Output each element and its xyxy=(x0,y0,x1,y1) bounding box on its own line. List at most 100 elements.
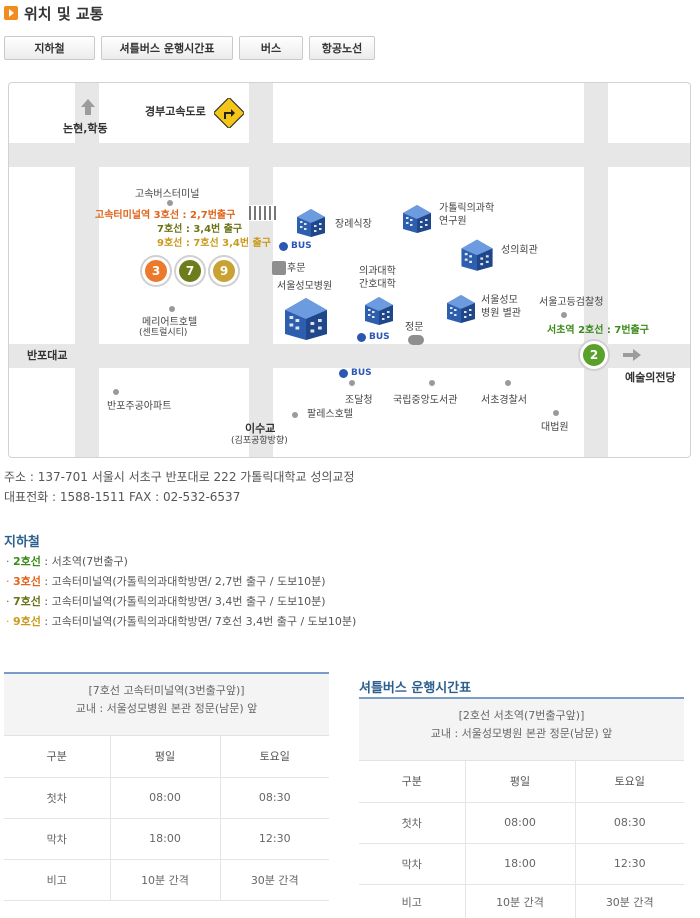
funeral-label: 장례식장 xyxy=(335,219,372,230)
table-cell: 비고 xyxy=(4,859,110,901)
line-label: 9호선 xyxy=(13,615,41,628)
tab-shuttle-schedule[interactable]: 셔틀버스 운행시간표 xyxy=(101,36,233,60)
police-label: 서초경찰서 xyxy=(481,395,527,406)
table-destination: 교내 : 서울성모병원 본관 정문(남문) 앞 xyxy=(430,727,613,740)
back-gate-label: 후문 xyxy=(287,263,306,274)
library-label: 국립중앙도서관 xyxy=(393,395,458,406)
building-college-icon xyxy=(361,291,397,327)
line-desc: : 고속터미널역(가톨릭의과대학방면/ 7호선 3,4번 출구 / 도보10분) xyxy=(40,615,357,628)
table-origin: [7호선 고속터미널역(3번출구앞)] xyxy=(88,684,245,697)
page-title: 위치 및 교통 xyxy=(24,4,104,23)
table-header-row: 구분 평일 토요일 xyxy=(359,761,684,803)
subway-section-title: 지하철 xyxy=(4,535,40,550)
table-header: [7호선 고속터미널역(3번출구앞)] 교내 : 서울성모병원 본관 정문(남문… xyxy=(4,674,329,736)
table-cell: 12:30 xyxy=(219,818,329,860)
tab-bar: 지하철 셔틀버스 운행시간표 버스 항공노선 xyxy=(4,36,375,60)
expressway-label: 경부고속도로 xyxy=(145,105,206,118)
table-cell: 비고 xyxy=(359,884,465,918)
schedule-table: 구분 평일 토요일 첫차 08:00 08:30 막차 18:00 12:30 … xyxy=(359,761,684,918)
shuttle-table-line7: [7호선 고속터미널역(3번출구앞)] 교내 : 서울성모병원 본관 정문(남문… xyxy=(4,672,329,901)
bus-label: BUS xyxy=(369,332,390,342)
terminal-line3-exit: 고속터미널역 3호선 : 2,7번출구 xyxy=(95,210,236,221)
map-point xyxy=(561,312,567,318)
table-cell: 첫차 xyxy=(359,802,465,844)
road-vertical-right xyxy=(584,83,608,457)
subway-line2-badge: 2 xyxy=(580,341,608,369)
phone-fax-line: 대표전화 : 1588-1511 FAX : 02-532-6537 xyxy=(4,490,241,504)
bus-label: BUS xyxy=(291,241,312,251)
north-label: 논현,학동 xyxy=(63,122,108,135)
table-row: 비고 10분 간격 30분 간격 xyxy=(4,859,329,901)
table-cell: 18:00 xyxy=(464,843,575,885)
terminal-line9-exit: 9호선 : 7호선 3,4번 출구 xyxy=(157,238,271,249)
map-point xyxy=(553,410,559,416)
table-cell: 08:30 xyxy=(219,777,329,819)
table-cell: 18:00 xyxy=(109,818,220,860)
subway-line9-badge: 9 xyxy=(210,257,238,285)
table-cell: 30분 간격 xyxy=(219,859,329,901)
nursing-college-label: 간호대학 xyxy=(359,279,396,290)
bus-stop-south: BUS xyxy=(339,368,372,378)
map-point xyxy=(429,380,435,386)
table-row: 막차 18:00 12:30 xyxy=(4,818,329,860)
conference-label: 성의회관 xyxy=(501,245,538,256)
map-point xyxy=(167,200,173,206)
line-desc: : 서초역(7번출구) xyxy=(40,555,128,568)
column-header: 토요일 xyxy=(574,761,684,803)
seocho-exit-label: 서초역 2호선 : 7번출구 xyxy=(547,325,649,336)
column-header: 토요일 xyxy=(219,736,329,778)
prosecutors-label: 서울고등검찰청 xyxy=(539,297,604,308)
terminal-line7-exit: 7호선 : 3,4번 출구 xyxy=(157,224,243,235)
line-label: 7호선 xyxy=(13,595,41,608)
map-point xyxy=(113,389,119,395)
arrow-right-icon xyxy=(623,349,641,361)
building-funeral-icon xyxy=(293,203,329,239)
subway-item-line2: · 2호선 : 서초역(7번출구) xyxy=(6,555,128,568)
arrow-up-stem xyxy=(85,107,91,115)
bus-stop-north: BUS xyxy=(279,241,312,251)
table-cell: 10분 간격 xyxy=(109,859,220,901)
building-conference-icon xyxy=(457,233,497,273)
line-label: 2호선 xyxy=(13,555,41,568)
line-desc: : 고속터미널역(가톨릭의과대학방면/ 3,4번 출구 / 도보10분) xyxy=(40,595,326,608)
med-college-label: 의과대학 xyxy=(359,266,396,277)
back-gate-marker xyxy=(272,261,286,275)
supreme-court-label: 대법원 xyxy=(541,422,569,433)
bus-stop-college: BUS xyxy=(357,332,390,342)
column-header: 구분 xyxy=(4,736,110,778)
table-origin: [2호선 서초역(7번출구앞)] xyxy=(458,709,585,722)
table-destination: 교내 : 서울성모병원 본관 정문(남문) 앞 xyxy=(75,702,258,715)
tab-subway[interactable]: 지하철 xyxy=(4,36,95,60)
subway-line3-badge: 3 xyxy=(142,257,170,285)
building-research-icon xyxy=(399,199,435,235)
table-row: 막차 18:00 12:30 xyxy=(359,843,684,885)
research-label-2: 연구원 xyxy=(439,216,467,227)
map-point xyxy=(349,380,355,386)
annex-label-2: 병원 별관 xyxy=(481,308,521,319)
banpo-apt-label: 반포주공아파트 xyxy=(107,401,172,412)
subway-item-line9: · 9호선 : 고속터미널역(가톨릭의과대학방면/ 7호선 3,4번 출구 / … xyxy=(6,615,357,628)
bullet-arrow-icon xyxy=(4,6,18,20)
banpo-bridge-label: 반포대교 xyxy=(27,349,68,362)
procurement-label: 조달청 xyxy=(345,395,373,406)
table-cell: 30분 간격 xyxy=(574,884,684,918)
marriott-label: 메리어트호텔 xyxy=(142,317,198,328)
front-gate-label: 정문 xyxy=(405,322,424,333)
subway-item-line7: · 7호선 : 고속터미널역(가톨릭의과대학방면/ 3,4번 출구 / 도보10… xyxy=(6,595,326,608)
tab-flight[interactable]: 항공노선 xyxy=(309,36,375,60)
marriott-sub-label: (센트럴시티) xyxy=(139,328,188,338)
terminal-label: 고속버스터미널 xyxy=(135,189,200,200)
isugyo-sub-label: (김포공항방향) xyxy=(231,436,288,446)
annex-label: 서울성모 xyxy=(481,295,518,306)
subway-line7-badge: 7 xyxy=(176,257,204,285)
table-cell: 10분 간격 xyxy=(464,884,575,918)
table-cell: 첫차 xyxy=(4,777,110,819)
tab-bus[interactable]: 버스 xyxy=(239,36,303,60)
building-annex-icon xyxy=(443,289,479,325)
shuttle-section-title: 셔틀버스 운행시간표 xyxy=(359,681,472,696)
table-cell: 막차 xyxy=(4,818,110,860)
map-point xyxy=(169,306,175,312)
table-cell: 막차 xyxy=(359,843,465,885)
table-cell: 08:00 xyxy=(464,802,575,844)
palace-hotel-label: 팔레스호텔 xyxy=(307,409,353,420)
